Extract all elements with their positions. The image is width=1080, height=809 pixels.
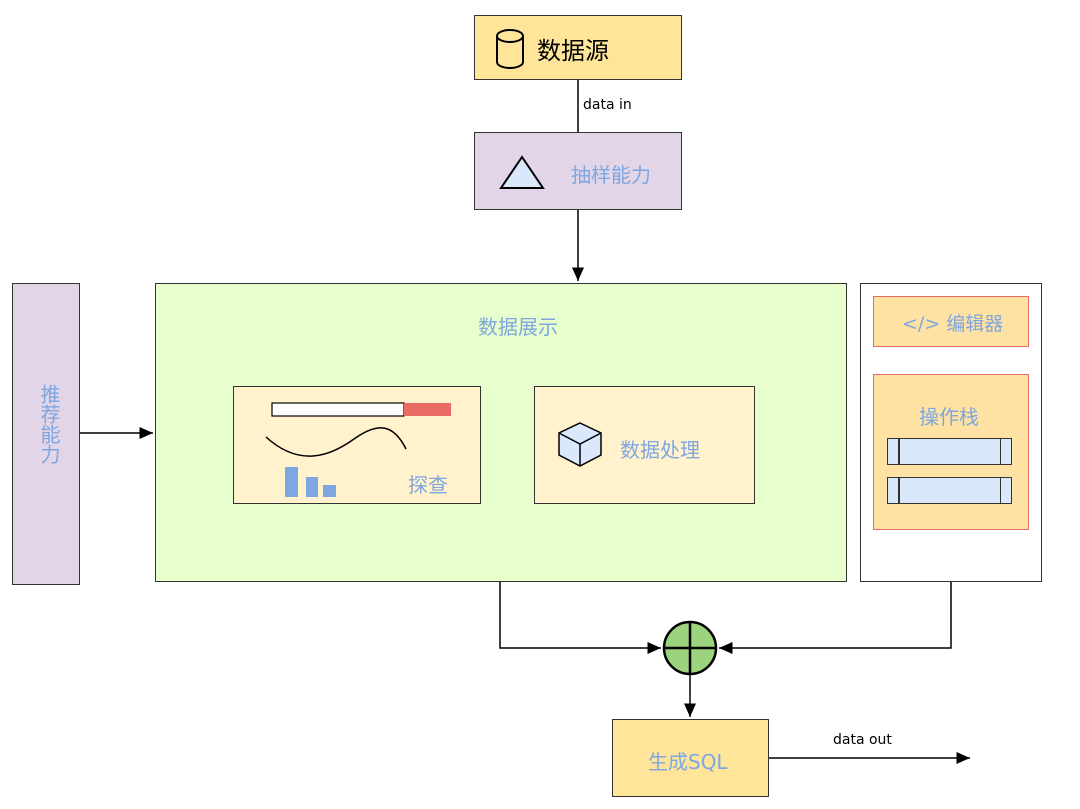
triangle-icon bbox=[499, 155, 545, 189]
database-icon bbox=[496, 29, 524, 69]
process-label: 数据处理 bbox=[620, 438, 700, 462]
mini-bar-2 bbox=[306, 477, 318, 497]
datasource-label: 数据源 bbox=[537, 37, 609, 65]
node-display: 数据展示 探查 数据处理 bbox=[155, 283, 847, 582]
node-datasource: 数据源 bbox=[474, 15, 682, 80]
wave-line bbox=[265, 427, 407, 457]
progress-bar-fill bbox=[404, 403, 451, 416]
display-label: 数据展示 bbox=[478, 315, 558, 339]
node-editor: </> 编辑器 bbox=[873, 296, 1029, 347]
node-sampling: 抽样能力 bbox=[474, 132, 682, 210]
stack-item bbox=[887, 438, 1012, 465]
mini-bar-1 bbox=[285, 467, 298, 497]
node-sql: 生成SQL bbox=[612, 719, 769, 797]
recommend-label: 推荐能力 bbox=[37, 384, 61, 464]
node-explore: 探查 bbox=[233, 386, 481, 504]
cube-icon bbox=[558, 422, 602, 467]
opstack-label: 操作栈 bbox=[919, 405, 979, 429]
stack-item bbox=[887, 477, 1012, 504]
data-out-label: data out bbox=[833, 732, 892, 748]
explore-label: 探查 bbox=[408, 473, 448, 497]
editor-label: </> 编辑器 bbox=[902, 313, 1004, 335]
explore-illustration bbox=[265, 402, 451, 497]
data-in-label: data in bbox=[583, 97, 632, 113]
sql-label: 生成SQL bbox=[648, 750, 728, 774]
edge-display-merge bbox=[499, 582, 661, 654]
node-recommend: 推荐能力 bbox=[12, 283, 80, 585]
node-process: 数据处理 bbox=[534, 386, 755, 504]
sampling-label: 抽样能力 bbox=[571, 163, 651, 187]
mini-bar-3 bbox=[323, 485, 336, 497]
